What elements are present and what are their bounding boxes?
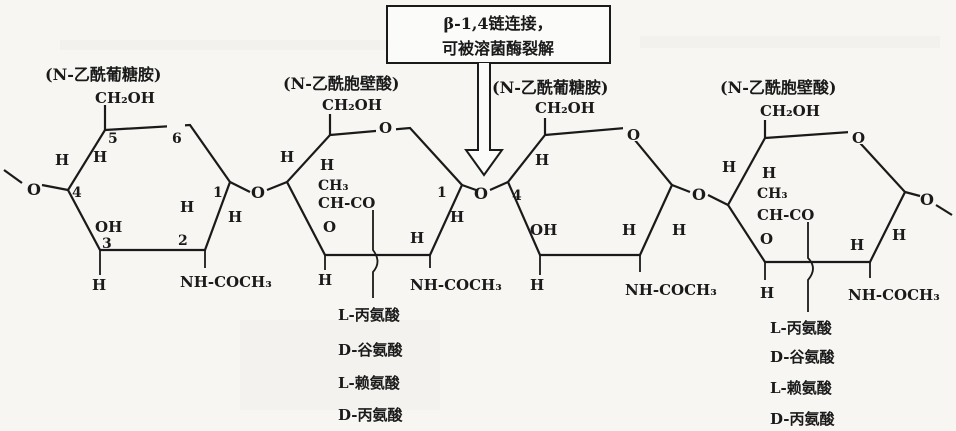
unit4-title: (N-乙酰胞壁酸) — [720, 78, 836, 97]
unit1-h4: H — [55, 151, 69, 169]
svg-text:H: H — [762, 164, 776, 182]
unit4-pep-4: D-丙氨酸 — [770, 410, 836, 428]
callout: β-1,4链连接， 可被溶菌酶裂解 — [386, 5, 611, 177]
unit4-peptide-link — [807, 222, 814, 312]
unit2-lactyl: CH-CO — [318, 194, 375, 212]
svg-text:H: H — [318, 271, 332, 289]
glyco-bond-2: O — [461, 180, 509, 203]
callout-box — [386, 5, 611, 64]
unit2-anomeric: 1 — [437, 185, 447, 201]
unit4-nh-acetyl: NH-COCH₃ — [848, 286, 940, 304]
unit4-ring-o: O — [852, 129, 865, 147]
unit1-left-o: O — [27, 180, 41, 199]
unit1-pos4: 4 — [72, 185, 82, 201]
unit1-oh: OH — [95, 218, 122, 236]
glyco-o-2: O — [474, 184, 488, 203]
unit4-ch2oh: CH₂OH — [760, 102, 820, 120]
unit4-ch3: CH₃ — [757, 186, 788, 202]
unit1-pos6: 6 — [172, 131, 182, 147]
svg-text:H: H — [622, 221, 636, 239]
unit-nam-1: (N-乙酰胞壁酸) CH₂OH O H H CH₃ CH-CO O 1 H H … — [280, 74, 502, 424]
callout-line1: β-1,4链连接， — [443, 14, 552, 33]
glyco-o-1: O — [251, 183, 265, 202]
unit2-ch3: CH₃ — [318, 178, 349, 194]
glyco-bond-3: O — [671, 183, 729, 206]
unit1-h3: H — [92, 276, 106, 294]
unit2-pep-1: L-丙氨酸 — [338, 306, 401, 324]
bleed-through-text — [60, 36, 940, 410]
svg-text:H: H — [410, 229, 424, 247]
svg-text:H: H — [672, 221, 686, 239]
callout-line2: 可被溶菌酶裂解 — [442, 39, 554, 58]
svg-text:H: H — [530, 276, 544, 294]
unit4-right-o: O — [920, 190, 934, 209]
glyco-o-3: O — [692, 185, 706, 204]
callout-arrow-icon — [464, 63, 504, 177]
unit1-pos1: 1 — [213, 185, 223, 201]
unit2-nh-acetyl: NH-COCH₃ — [410, 276, 502, 294]
unit2-pep-2: D-谷氨酸 — [338, 341, 404, 359]
unit2-pep-3: L-赖氨酸 — [338, 374, 401, 392]
svg-text:H: H — [320, 156, 334, 174]
unit2-pep-4: D-丙氨酸 — [338, 406, 404, 424]
unit4-lactyl-o: O — [760, 230, 773, 248]
unit1-title: (N-乙酰葡糖胺) — [45, 65, 161, 84]
unit4-lactyl: CH-CO — [757, 206, 814, 224]
unit-nam-2: (N-乙酰胞壁酸) CH₂OH O H H CH₃ CH-CO O H H H … — [720, 78, 953, 428]
unit2-ring-o: O — [379, 119, 392, 137]
unit3-c4: 4 — [512, 188, 522, 204]
svg-text:H: H — [450, 208, 464, 226]
unit4-pep-3: L-赖氨酸 — [770, 379, 833, 397]
svg-text:H: H — [850, 236, 864, 254]
unit1-ring — [66, 123, 232, 252]
unit1-h1: H — [228, 208, 242, 226]
unit4-pep-1: L-丙氨酸 — [770, 319, 833, 337]
glyco-bond-1: O — [229, 180, 288, 202]
svg-text:H: H — [280, 148, 294, 166]
unit1-h5: H — [93, 148, 107, 166]
unit4-pep-2: D-谷氨酸 — [770, 348, 836, 366]
unit2-peptide-link — [372, 210, 379, 298]
unit2-lactyl-o: O — [323, 218, 336, 236]
unit3-nh-acetyl: NH-COCH₃ — [625, 281, 717, 299]
svg-text:H: H — [535, 151, 549, 169]
unit1-nh-acetyl: NH-COCH₃ — [180, 273, 272, 291]
unit3-ring-o: O — [627, 126, 640, 144]
unit1-h2: H — [180, 198, 194, 216]
unit2-ring — [285, 126, 464, 257]
svg-text:H: H — [722, 158, 736, 176]
unit3-oh: OH — [530, 221, 557, 239]
unit3-ch2oh: CH₂OH — [535, 99, 595, 117]
unit2-title: (N-乙酰胞壁酸) — [283, 74, 399, 93]
unit-nag-1: (N-乙酰葡糖胺) CH₂OH 6 5 4 1 3 2 H H H H H OH… — [3, 65, 272, 294]
unit1-pos2: 2 — [178, 233, 188, 249]
svg-text:H: H — [892, 226, 906, 244]
unit-nag-2: (N-乙酰葡糖胺) CH₂OH O H 4 OH H H H NH-COCH₃ — [492, 78, 717, 299]
unit3-title: (N-乙酰葡糖胺) — [492, 78, 608, 97]
svg-text:H: H — [760, 284, 774, 302]
unit4-ring — [726, 130, 907, 264]
unit1-ch2oh: CH₂OH — [95, 89, 155, 107]
unit1-pos3: 3 — [102, 236, 112, 252]
unit2-ch2oh: CH₂OH — [322, 96, 382, 114]
unit1-pos5: 5 — [108, 131, 118, 147]
